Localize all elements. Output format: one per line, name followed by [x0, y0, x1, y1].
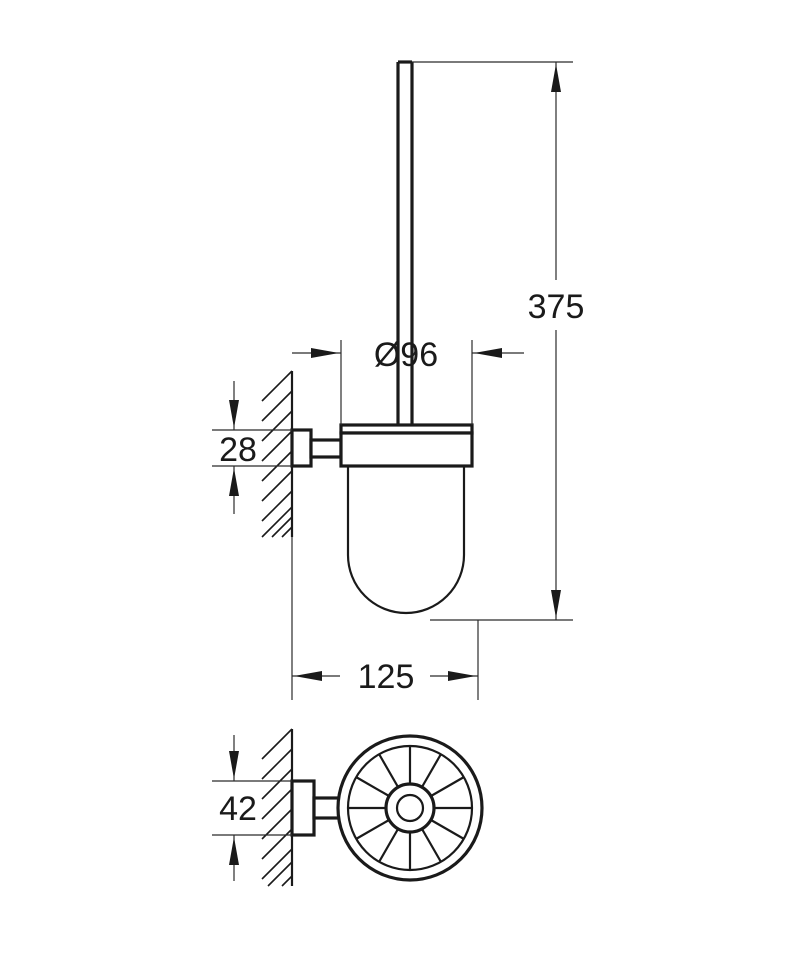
dimension-value-42: 42 [219, 790, 257, 828]
brush-head-circle [336, 734, 484, 882]
wall-bracket-front [290, 428, 343, 468]
wall-hatching-front [261, 370, 293, 538]
brush-head-spokes [348, 746, 472, 870]
dimension-value-125: 125 [358, 658, 415, 696]
dimension-bracket-height-front: 28 [212, 381, 292, 514]
holder-collar [339, 423, 474, 468]
dimension-holder-diameter: Ø96 [292, 336, 524, 425]
dimension-overall-height: 375 [412, 61, 585, 621]
dimension-value-28: 28 [219, 431, 257, 469]
brush-handle [396, 60, 414, 425]
dimension-bracket-height-bottom: 42 [212, 735, 292, 881]
wall-hatching-bottom [261, 728, 293, 887]
bottom-view: 42 [212, 728, 484, 887]
dimension-value-375: 375 [528, 288, 585, 326]
glass-holder-body [346, 463, 466, 615]
wall-section-bottom [261, 728, 294, 887]
dimension-value-diameter-96: Ø96 [374, 336, 438, 374]
dimension-projection-depth: 125 [291, 537, 479, 700]
front-elevation-view: 375 Ø96 [212, 60, 585, 700]
wall-section-front [261, 370, 294, 538]
